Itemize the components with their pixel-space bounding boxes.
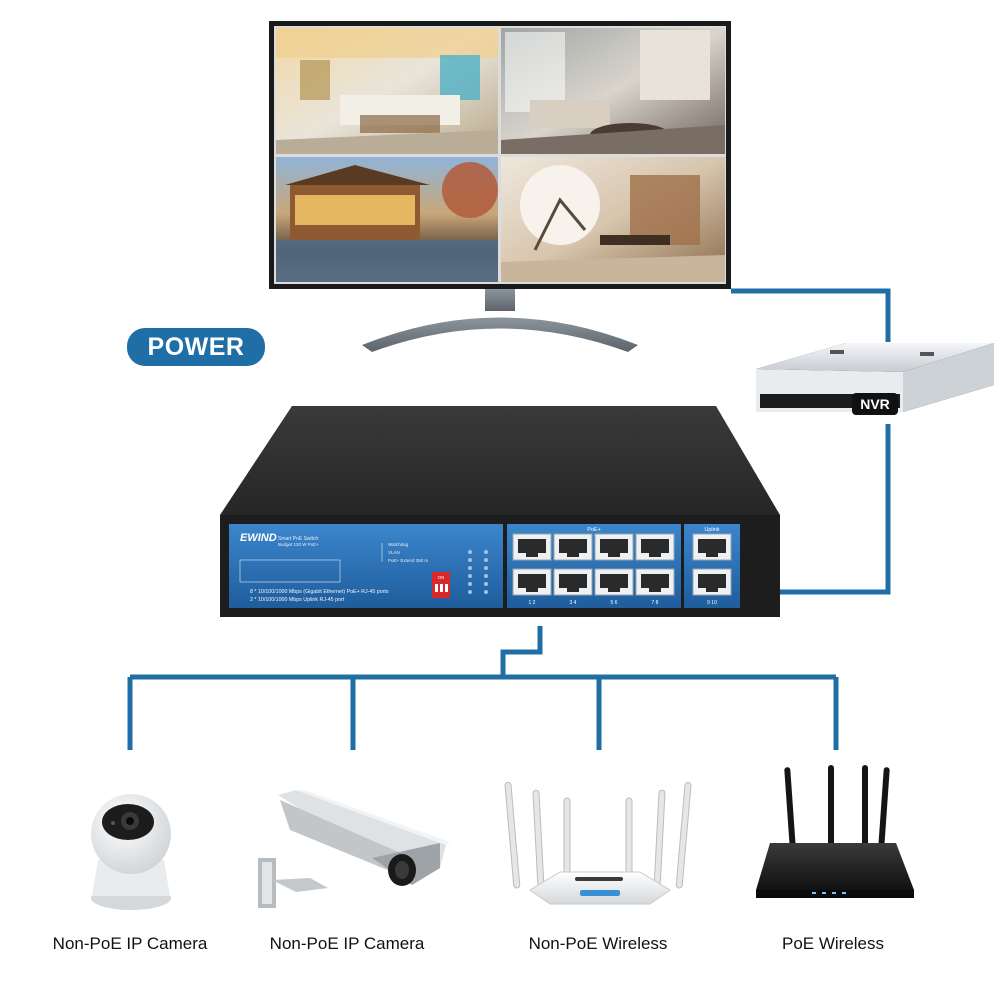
poe-port-6[interactable]	[594, 568, 634, 596]
switch-port-diagram	[239, 559, 341, 583]
line-switch-trunk	[500, 626, 543, 677]
poe-port-7[interactable]	[635, 533, 675, 561]
device-label-4: PoE Wireless	[781, 934, 885, 953]
poe-port-1[interactable]	[512, 533, 552, 561]
monitor-base	[362, 317, 638, 352]
uplink-group-label: Uplink	[704, 527, 720, 533]
uplink-port-10[interactable]	[692, 568, 732, 596]
monitor	[269, 21, 731, 352]
mode-vlan: VLAN	[388, 550, 400, 555]
dome-camera	[91, 794, 171, 910]
mode-watchdog: Watchdog	[388, 542, 409, 547]
poe-port-8[interactable]	[635, 568, 675, 596]
poe-group-label: PoE+	[587, 527, 601, 533]
switch-top	[220, 406, 780, 515]
spec-line-2: 2 * 10/100/1000 Mbps Uplink RJ-45 port	[250, 597, 345, 603]
camera-feed-lounge	[501, 28, 725, 154]
nvr-label-plate	[852, 393, 898, 415]
uplink-port-9[interactable]	[692, 533, 732, 561]
led-indicators	[468, 550, 488, 594]
bullet-camera	[258, 790, 450, 908]
poe-port-4[interactable]	[553, 568, 593, 596]
device-label-1: Non-PoE IP Camera	[52, 934, 208, 953]
switch-budget: Budget 120 W PoE+	[278, 542, 319, 547]
spec-line-1: 8 * 10/100/1000 Mbps (Gigabit Ethernet) …	[250, 589, 389, 595]
uplink-ports: 9 10	[692, 533, 732, 606]
poe-port-number: 5 6	[611, 600, 618, 606]
switch-label-panel	[229, 524, 503, 608]
poe-port-number: 7 8	[652, 600, 659, 606]
switch-brand: EWIND	[240, 532, 277, 544]
poe-port-3[interactable]	[553, 533, 593, 561]
poe-switch: EWIND Smart PoE Switch Budget 120 W PoE+…	[220, 406, 780, 617]
poe-port-2[interactable]	[512, 568, 552, 596]
line-monitor-to-nvr	[731, 288, 891, 342]
mode-extend: PoE+ Extend 250 m	[388, 558, 428, 563]
nvr-label: NVR	[860, 396, 890, 412]
power-label: POWER	[127, 328, 265, 366]
poe-port-number: 1 2	[529, 600, 536, 606]
camera-feed-villa	[276, 157, 498, 282]
poe-ports: 1 2 3 4 5 6 7 8	[512, 533, 675, 606]
camera-feed-tea-room	[501, 157, 725, 282]
poe-port-number: 3 4	[570, 600, 577, 606]
device-label-3: Non-PoE Wireless	[528, 934, 668, 953]
line-nvr-to-switch	[780, 424, 891, 595]
camera-feed-living-room	[276, 28, 498, 154]
dip-label: ON	[438, 575, 445, 580]
switch-model: Smart PoE Switch	[278, 536, 319, 542]
device-label-2: Non-PoE IP Camera	[269, 934, 425, 953]
black-router	[756, 765, 914, 898]
nvr-device: NVR	[756, 343, 994, 415]
poe-port-5[interactable]	[594, 533, 634, 561]
uplink-port-number: 9 10	[707, 600, 717, 606]
monitor-neck	[485, 289, 515, 311]
white-router	[504, 781, 692, 905]
connector-lines	[127, 288, 891, 750]
